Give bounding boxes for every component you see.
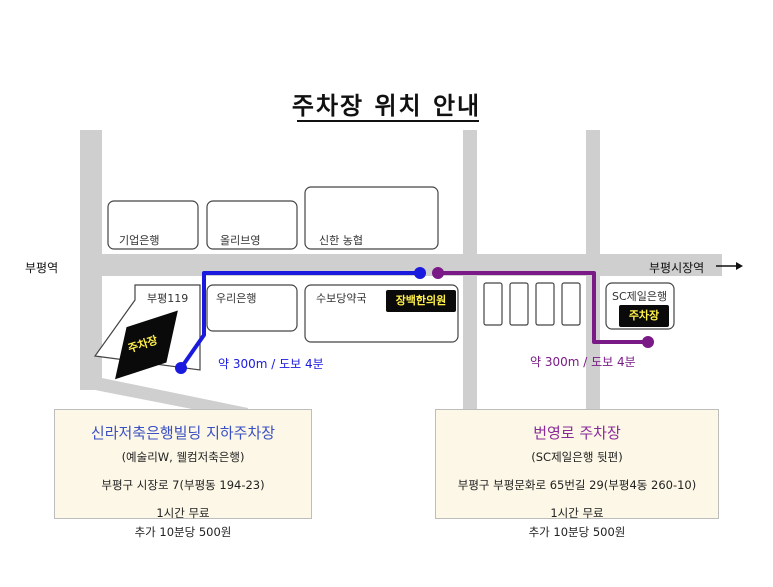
building-oliveyoung [206,200,298,250]
road-label-right: 부평시장역 [649,261,705,275]
card-right-subtitle: (SC제일은행 뒷편) [531,450,623,464]
card-left-subtitle: (예술리W, 웰컴저축은행) [121,450,245,464]
route-blue [179,271,421,370]
card-right-fee1: 1시간 무료 [550,506,604,520]
route-purple [436,271,650,344]
road-label-left: 부평역 [25,261,59,275]
label-bupyeong-119: 부평119 [147,292,189,305]
label-clinic-tag: 장백한의원 [386,290,456,312]
parking-lot-left-shape [115,310,178,380]
label-ibk: 기업은행 [119,234,160,247]
building-ibk [107,200,199,250]
building-small-1 [483,282,503,326]
title-underline [297,120,479,122]
card-left-fee1: 1시간 무료 [156,506,210,520]
building-small-2 [509,282,529,326]
label-oliveyoung: 올리브영 [220,234,261,247]
card-right-address: 부평구 부평문화로 65번길 29(부평4동 260-10) [457,478,697,492]
building-woori [206,284,298,332]
route-purple-start-dot [432,267,444,279]
route-blue-end-dot [414,267,426,279]
building-small-3 [535,282,555,326]
label-pharmacy: 수보당약국 [316,292,367,305]
arrow-right-icon [716,262,743,270]
card-left-title: 신라저축은행빌딩 지하주차장 [90,424,276,442]
parking-info-card-right: 번영로 주차장 (SC제일은행 뒷편) 부평구 부평문화로 65번길 29(부평… [435,409,719,539]
page-title: 주차장 위치 안내 [291,92,482,120]
route-blue-start-dot [175,362,187,374]
roads [80,130,722,420]
route-purple-label: 약 300m / 도보 4분 [530,355,636,369]
card-left-fee2: 추가 10분당 500원 [134,525,232,539]
card-right-fee2: 추가 10분당 500원 [528,525,626,539]
building-shinhan-nh [304,186,439,250]
parking-info-card-left: 신라저축은행빌딩 지하주차장 (예술리W, 웰컴저축은행) 부평구 시장로 7(… [54,409,312,539]
label-sc-bank: SC제일은행 [612,290,668,303]
route-blue-label: 약 300m / 도보 4분 [218,357,324,371]
card-right-title: 번영로 주차장 [533,424,621,442]
label-shinhan-nh: 신한 농협 [319,234,363,247]
label-woori: 우리은행 [216,292,257,305]
route-purple-end-dot [642,336,654,348]
card-left-address: 부평구 시장로 7(부평동 194-23) [101,478,265,492]
road-horizontal-main [80,254,722,276]
building-small-4 [561,282,581,326]
parking-tag-right: 주차장 [619,305,669,327]
